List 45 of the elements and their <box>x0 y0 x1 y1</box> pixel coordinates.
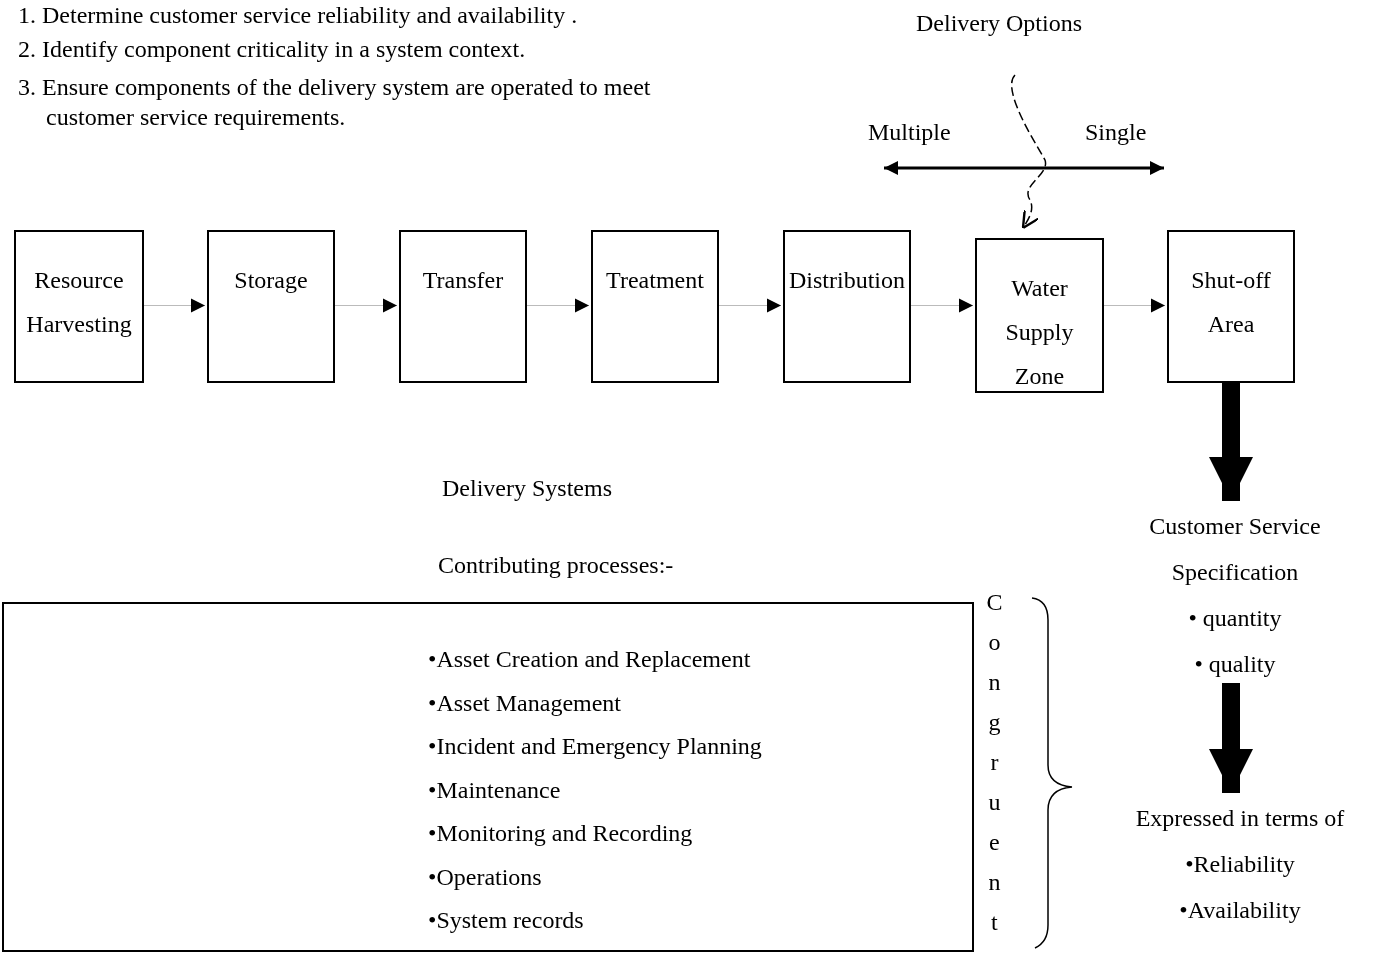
bullet-item: •Availability <box>1179 896 1301 925</box>
arrow <box>718 298 782 313</box>
label-text: Delivery Systems <box>442 474 612 503</box>
process-box <box>975 238 1104 393</box>
bullet-item: • quality <box>1194 650 1276 679</box>
bullet-item: •System records <box>428 906 585 935</box>
arrow <box>1103 298 1166 313</box>
heading-text: Customer Service Specification <box>1148 512 1322 587</box>
heading-text: Expressed in terms of <box>1135 804 1345 833</box>
label-text: Congruent <box>986 588 1003 937</box>
bullet-item: •Monitoring and Recording <box>428 819 694 848</box>
bullet-item: •Operations <box>428 862 543 892</box>
numbered-list-item: 3. Ensure components of the delivery system are operated to meet customer service requirements. <box>18 73 652 132</box>
label-text: Single <box>1085 118 1147 147</box>
arrow <box>526 298 590 313</box>
caption-text: Contributing processes:- <box>438 551 674 580</box>
arrow <box>143 298 206 313</box>
bullet-item: • quantity <box>1188 604 1282 633</box>
numbered-list-item: 1. Determine customer service reliability and availability . <box>18 1 578 30</box>
bullet-item: •Asset Management <box>428 688 623 718</box>
process-box <box>399 230 527 383</box>
bullet-item: •Maintenance <box>428 775 562 805</box>
bullet-item: •Reliability <box>1185 850 1295 879</box>
bullet-item: •Incident and Emergency Planning <box>428 732 763 761</box>
process-box <box>207 230 335 383</box>
box-label: Distribution <box>788 266 906 295</box>
process-box <box>783 230 911 383</box>
process-box <box>14 230 144 383</box>
arrow <box>1209 683 1253 793</box>
box-label: Water Supply Zone <box>1004 274 1075 391</box>
box-label: Resource Harvesting <box>25 266 133 339</box>
bullet-item: •Asset Creation and Replacement <box>428 645 752 674</box>
arrow <box>1209 383 1253 501</box>
box-label: Storage <box>233 266 309 295</box>
arrow <box>910 298 974 313</box>
process-box <box>1167 230 1295 383</box>
process-box <box>591 230 719 383</box>
box-label: Treatment <box>605 266 705 295</box>
box-label: Transfer <box>421 266 505 295</box>
box-label: Shut-off Area <box>1190 266 1272 339</box>
label-text: Multiple <box>868 118 951 147</box>
arrow <box>1010 74 1047 230</box>
label-text: Delivery Options <box>916 9 1082 38</box>
numbered-list-item: 2. Identify component criticality in a system context. <box>18 35 526 64</box>
arrow <box>334 298 398 313</box>
